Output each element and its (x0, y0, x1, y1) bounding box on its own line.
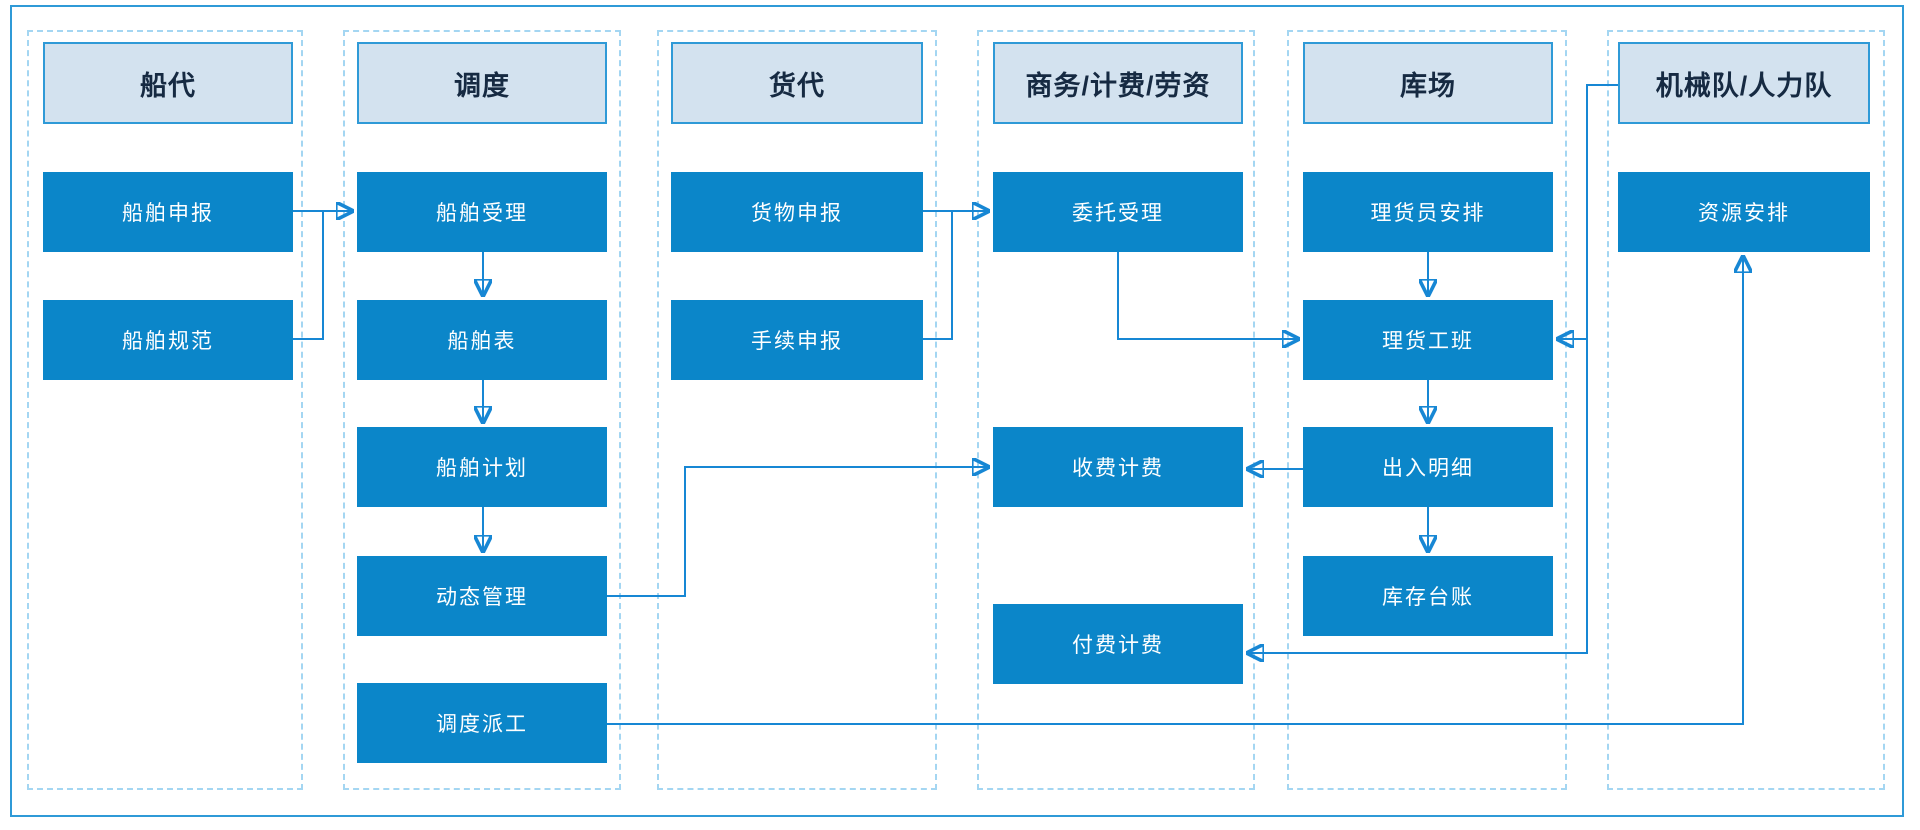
node-diaodu-paigong: 调度派工 (357, 683, 607, 763)
node-fufei-jifei: 付费计费 (993, 604, 1243, 684)
node-dongtai-guanli: 动态管理 (357, 556, 607, 636)
lane-header-kuchang: 库场 (1303, 42, 1553, 124)
node-chuanbo-jihua: 船舶计划 (357, 427, 607, 507)
node-lihuo-gongban: 理货工班 (1303, 300, 1553, 380)
node-chuanbo-shouli: 船舶受理 (357, 172, 607, 252)
node-shoufei-jifei: 收费计费 (993, 427, 1243, 507)
lane-header-huodai: 货代 (671, 42, 923, 124)
node-weituo-shouli: 委托受理 (993, 172, 1243, 252)
node-churu-mingxi: 出入明细 (1303, 427, 1553, 507)
lane-jixiedui (1607, 30, 1885, 790)
node-chuanbo-guifan: 船舶规范 (43, 300, 293, 380)
lane-huodai (657, 30, 937, 790)
lane-header-jixiedui: 机械队/人力队 (1618, 42, 1870, 124)
node-huowu-shenbao: 货物申报 (671, 172, 923, 252)
lane-header-diaodu: 调度 (357, 42, 607, 124)
lane-chuandai (27, 30, 303, 790)
node-lihuoyuan-anpai: 理货员安排 (1303, 172, 1553, 252)
node-chuanbo-biao: 船舶表 (357, 300, 607, 380)
lane-kuchang (1287, 30, 1567, 790)
node-shouxu-shenbao: 手续申报 (671, 300, 923, 380)
lane-header-chuandai: 船代 (43, 42, 293, 124)
node-ziyuan-anpai: 资源安排 (1618, 172, 1870, 252)
node-chuanbo-shenbao: 船舶申报 (43, 172, 293, 252)
lane-header-shangwu: 商务/计费/劳资 (993, 42, 1243, 124)
lane-diaodu (343, 30, 621, 790)
node-kucun-taizhang: 库存台账 (1303, 556, 1553, 636)
